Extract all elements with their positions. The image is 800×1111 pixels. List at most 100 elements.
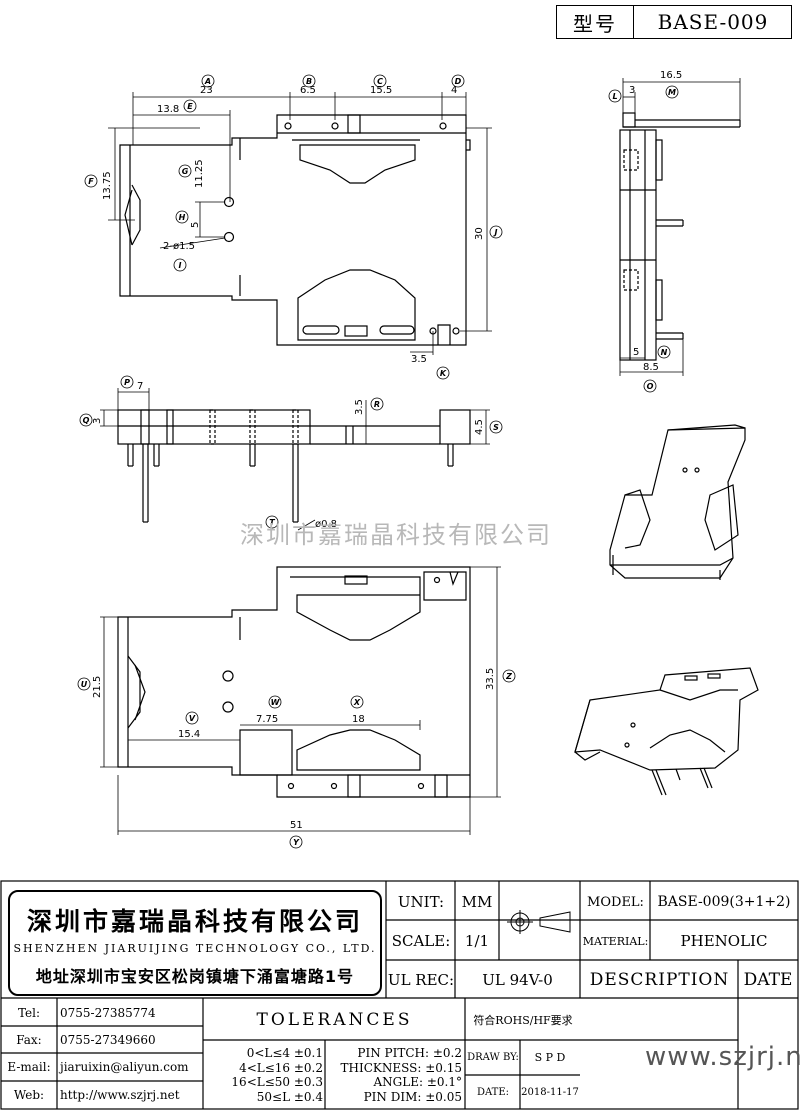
dim-v: 15.4: [178, 729, 200, 740]
date-label: DATE: [743, 970, 793, 990]
marker-i: I: [173, 258, 187, 272]
marker-u: U: [77, 677, 91, 691]
svg-text:E: E: [187, 102, 193, 111]
model-label: MODEL:: [587, 894, 644, 910]
tol-row-1: 0<L≤4 ±0.1: [246, 1046, 323, 1060]
marker-d: D: [451, 74, 465, 88]
web-label: Web:: [13, 1088, 45, 1102]
marker-c: C: [373, 74, 387, 88]
unit-value: MM: [461, 893, 493, 911]
svg-text:N: N: [661, 348, 668, 357]
svg-text:U: U: [81, 680, 88, 689]
drawby-label: DRAW BY:: [467, 1052, 519, 1063]
marker-y: Y: [289, 835, 303, 849]
dim-q: 3: [92, 418, 103, 424]
pin-row-3: ANGLE: ±0.1°: [373, 1075, 462, 1089]
svg-text:H: H: [179, 213, 186, 222]
marker-l: L: [608, 89, 622, 103]
fax-value: 0755-27349660: [60, 1032, 156, 1047]
tolerances-label: TOLERANCES: [256, 1009, 413, 1030]
svg-text:K: K: [440, 369, 447, 378]
dim-s: 4.5: [474, 419, 485, 435]
svg-text:X: X: [353, 698, 361, 707]
dim-p: 7: [137, 381, 143, 392]
right-side-dimensions: [619, 78, 741, 376]
marker-h: H: [175, 210, 189, 224]
dim-k: 3.5: [411, 354, 427, 365]
marker-q: Q: [79, 413, 93, 427]
svg-text:F: F: [88, 177, 94, 186]
svg-text:W: W: [271, 698, 281, 707]
titleblock-grid: [0, 880, 799, 1110]
email-label: E-mail:: [7, 1060, 51, 1074]
dim-m: 16.5: [660, 70, 682, 81]
dim-o: 8.5: [643, 362, 659, 373]
dim-a: 23: [200, 85, 213, 96]
dim-c: 15.5: [370, 85, 392, 96]
tel-label: Tel:: [17, 1005, 41, 1020]
tol-row-4: 50≤L ±0.4: [256, 1089, 323, 1104]
fax-label: Fax:: [16, 1032, 42, 1047]
front-view-dimensions: [100, 388, 490, 531]
marker-z: Z: [502, 669, 516, 683]
marker-a: A: [201, 74, 215, 88]
right-side-view: [619, 112, 741, 361]
dim-r: 3.5: [354, 399, 365, 415]
website-banner[interactable]: www.szjrj.net: [645, 1042, 800, 1072]
marker-w: W: [268, 695, 282, 709]
email-link[interactable]: jiaruixin@aliyun.com: [60, 1060, 189, 1074]
company-address: 地址深圳市宝安区松岗镇塘下涌富塘路1号: [35, 967, 355, 986]
type-label: 型号: [557, 6, 634, 38]
pin-tolerances: PIN PITCH: ±0.2 THICKNESS: ±0.15 ANGLE: …: [328, 1046, 462, 1104]
company-box: 深圳市嘉瑞晶科技有限公司 SHENZHEN JIARUIJING TECHNOL…: [8, 890, 382, 996]
ulrec-value: UL 94V-0: [482, 971, 553, 989]
dim-w: 7.75: [256, 714, 278, 725]
svg-text:S: S: [493, 423, 499, 432]
svg-text:P: P: [124, 378, 130, 387]
length-tolerances: 0<L≤4 ±0.1 4<L≤16 ±0.2 16<L≤50 ±0.3 50≤L…: [208, 1046, 323, 1104]
bottom-view-dimensions: [100, 566, 501, 835]
dim-f: 13.75: [102, 171, 113, 200]
dim-z: 33.5: [485, 668, 496, 690]
pin-row-4: PIN DIM: ±0.05: [363, 1089, 462, 1104]
marker-r: R: [370, 397, 384, 411]
unit-label: UNIT:: [397, 893, 445, 911]
dim-t: ø0.8: [315, 519, 337, 530]
svg-text:Y: Y: [293, 838, 300, 847]
marker-g: G: [178, 164, 192, 178]
description-label: DESCRIPTION: [589, 970, 730, 990]
marker-j: J: [489, 225, 503, 239]
svg-text:C: C: [377, 77, 383, 86]
marker-x: X: [350, 695, 364, 709]
marker-t: T: [265, 515, 279, 529]
dim-g: 11.25: [194, 159, 205, 188]
pin-row-1: PIN PITCH: ±0.2: [357, 1046, 462, 1060]
pin-row-2: THICKNESS: ±0.15: [340, 1060, 462, 1075]
svg-text:G: G: [182, 167, 189, 176]
svg-text:Z: Z: [505, 672, 512, 681]
svg-text:O: O: [647, 382, 654, 391]
svg-text:V: V: [189, 714, 196, 723]
scale-value: 1/1: [464, 932, 490, 950]
svg-text:D: D: [455, 77, 462, 86]
dim-y: 51: [290, 820, 303, 831]
svg-text:M: M: [668, 88, 676, 97]
company-name-cn: 深圳市嘉瑞晶科技有限公司: [26, 907, 363, 936]
date-value: 2018-11-17: [521, 1086, 579, 1098]
front-view: [117, 409, 471, 523]
material-label: MATERIAL:: [582, 934, 649, 948]
marker-s: S: [489, 420, 503, 434]
bottom-view: [117, 566, 471, 798]
marker-m: M: [665, 85, 679, 99]
third-angle-projection-icon: [507, 910, 571, 934]
dim-j: 30: [474, 227, 485, 240]
svg-text:R: R: [374, 400, 380, 409]
scale-label: SCALE:: [391, 932, 451, 950]
top-view-dimensions: [108, 92, 492, 355]
marker-e: E: [183, 99, 197, 113]
dim-e: 13.8: [157, 104, 179, 115]
dim-n: 5: [633, 347, 639, 358]
watermark: 深圳市嘉瑞晶科技有限公司: [240, 521, 552, 549]
marker-v: V: [185, 711, 199, 725]
web-link[interactable]: http://www.szjrj.net: [60, 1088, 180, 1102]
